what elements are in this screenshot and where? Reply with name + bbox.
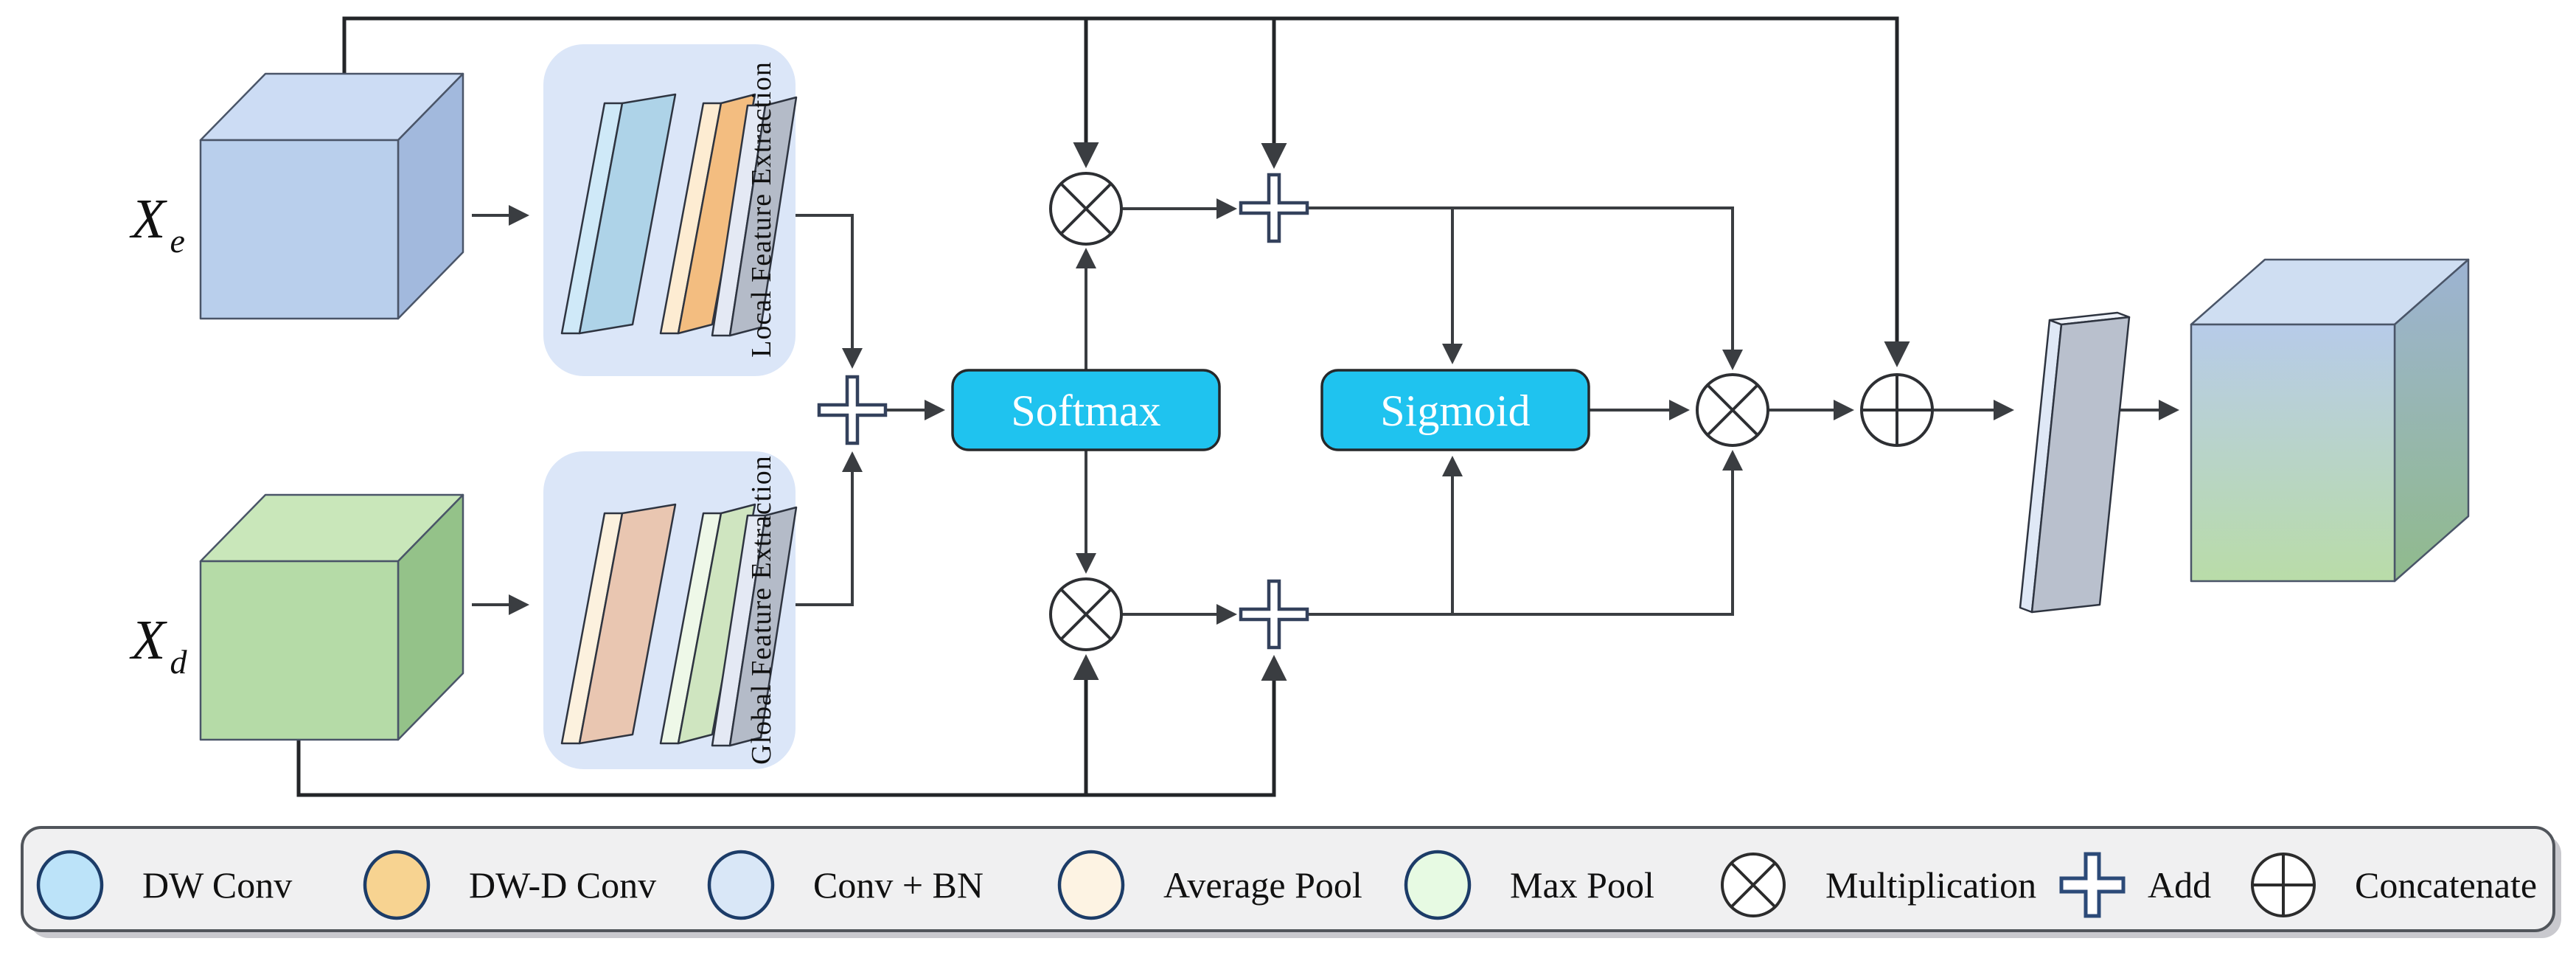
connector-edges <box>472 198 2179 625</box>
svg-text:Sigmoid: Sigmoid <box>1380 386 1530 435</box>
svg-text:DW Conv: DW Conv <box>142 864 292 906</box>
conv-bn-swatch <box>707 850 775 920</box>
skip-connection-top-rail <box>342 16 1910 367</box>
add-icon <box>1239 579 1309 650</box>
legend-item-dw-d-conv: DW-D Conv <box>363 850 656 920</box>
legend-item-max-pool: Max Pool <box>1404 850 1654 920</box>
legend-bar <box>21 826 2555 932</box>
multiply-node-bottom <box>1049 577 1123 651</box>
softmax-box: Softmax <box>951 369 1221 451</box>
add-icon <box>2059 852 2126 918</box>
legend-item-concatenate: Concatenate <box>2251 853 2537 917</box>
output-cube <box>2190 258 2470 583</box>
conv-bn-slab <box>711 506 798 747</box>
edge-add-top-to-gate-multiply <box>1308 206 1743 370</box>
dw-conv-swatch <box>36 850 104 920</box>
multiply-node-top <box>1049 172 1123 246</box>
svg-text:Concatenate: Concatenate <box>2355 864 2537 906</box>
skip-connection-bottom-rail <box>296 654 1287 797</box>
edge-local-to-fusion-add <box>796 214 863 369</box>
dw-d-conv-swatch <box>363 850 431 920</box>
svg-text:Max Pool: Max Pool <box>1510 864 1654 906</box>
gate-multiply-node <box>1696 373 1769 447</box>
svg-text:Multiplication: Multiplication <box>1825 864 2036 906</box>
edge-add-bottom-to-gate-multiply <box>1308 450 1743 616</box>
add-icon <box>1239 173 1309 243</box>
legend-item-conv-bn: Conv + BN <box>707 850 984 920</box>
average-pool-swatch <box>1057 850 1125 920</box>
concatenate-node <box>1860 373 1934 447</box>
legend-item-average-pool: Average Pool <box>1057 850 1362 920</box>
global-feature-extraction-block: Global Feature Extraction <box>543 451 798 769</box>
legend-item-multiplication: Multiplication <box>1721 853 2036 917</box>
global-feature-extraction-caption: Global Feature Extraction <box>746 455 777 765</box>
sigmoid-box: Sigmoid <box>1320 369 1590 451</box>
svg-text:DW-D Conv: DW-D Conv <box>469 864 656 906</box>
legend-item-dw-conv: DW Conv <box>36 850 292 920</box>
average-pool-slab <box>560 503 677 745</box>
dw-conv-slab <box>560 93 677 335</box>
fusion-add-node <box>817 375 888 445</box>
edge-global-to-fusion-add <box>794 451 863 606</box>
svg-text:Conv + BN: Conv + BN <box>813 864 984 906</box>
dw-d-conv-slab <box>659 93 756 335</box>
max-pool-swatch <box>1404 850 1472 920</box>
local-feature-extraction-caption: Local Feature Extraction <box>746 61 777 358</box>
add-icon <box>817 375 888 445</box>
legend: DW Conv DW-D Conv Conv + BN Average Pool… <box>21 826 2561 938</box>
decoder-input-cube <box>199 493 464 741</box>
local-feature-extraction-block: Local Feature Extraction <box>543 44 798 376</box>
add-node-top <box>1239 173 1309 243</box>
max-pool-slab <box>659 503 756 745</box>
conv-bn-slab <box>711 96 798 337</box>
encoder-input-cube <box>199 72 464 320</box>
svg-text:Add: Add <box>2148 864 2211 906</box>
legend-item-add: Add <box>2059 852 2211 918</box>
svg-text:Softmax: Softmax <box>1011 386 1160 435</box>
svg-text:Average Pool: Average Pool <box>1163 864 1362 906</box>
output-conv-slab <box>2019 311 2131 614</box>
add-node-bottom <box>1239 579 1309 650</box>
